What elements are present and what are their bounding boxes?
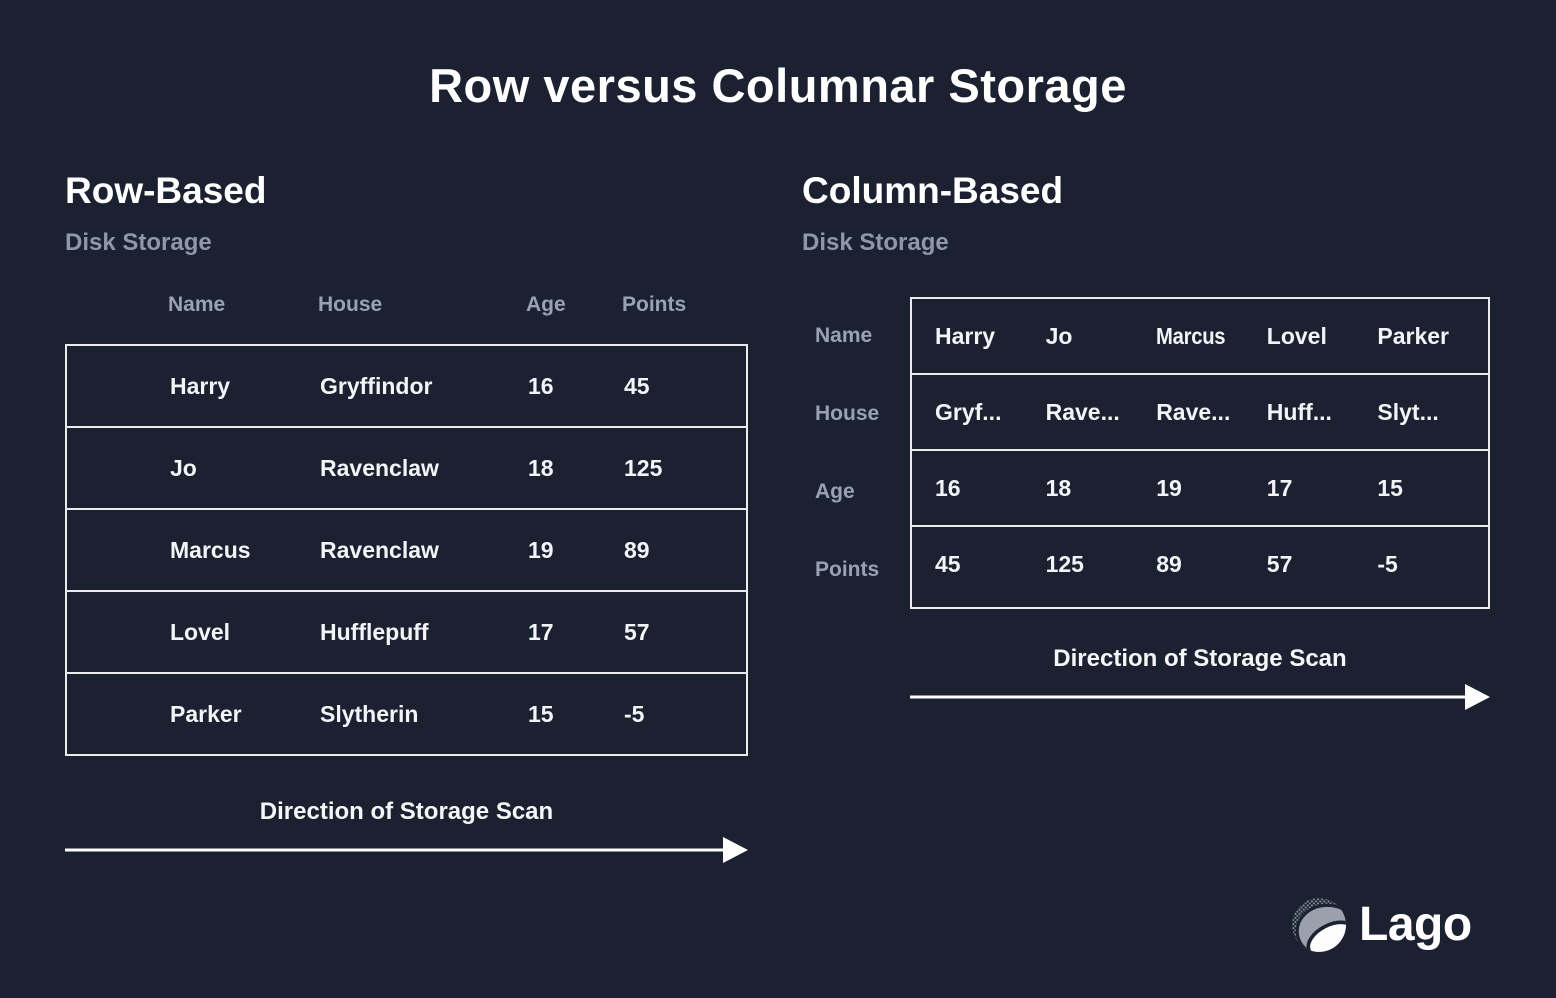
table-row: Jo Ravenclaw 18 125 xyxy=(67,428,746,510)
right-arrow-icon xyxy=(65,837,748,863)
table-cell: Lovel xyxy=(1266,322,1327,349)
table-cell: 18 xyxy=(1045,474,1072,501)
table-cell: 57 xyxy=(1266,550,1293,577)
table-cell: 45 xyxy=(624,372,650,399)
table-cell: Jo xyxy=(170,454,197,481)
table-cell: 89 xyxy=(624,536,650,563)
table-cell: Slytherin xyxy=(320,700,419,727)
column-table-row-labels: Name House Age Points xyxy=(802,297,910,609)
table-cell: 15 xyxy=(528,700,554,727)
column-table-box: Harry Jo Marcus Lovel Parker Gryf... Rav… xyxy=(910,297,1490,609)
table-cell: Parker xyxy=(1377,322,1450,349)
table-cell: Ravenclaw xyxy=(320,454,439,481)
table-cell: 45 xyxy=(935,550,961,577)
table-cell: Huff... xyxy=(1266,398,1332,425)
table-row: Marcus Ravenclaw 19 89 xyxy=(67,510,746,592)
scan-direction-label: Direction of Storage Scan xyxy=(1053,645,1347,672)
row-table-header: Name House Age Points xyxy=(65,293,748,317)
table-cell: 19 xyxy=(1156,474,1182,501)
column-table: Name House Age Points Harry Jo Marcus Lo… xyxy=(802,297,1490,609)
column-based-heading: Column-Based xyxy=(802,170,1064,211)
table-cell: Parker xyxy=(170,700,242,727)
column-header-age: Age xyxy=(526,293,566,316)
table-cell: Marcus xyxy=(1156,322,1226,349)
page-title: Row versus Columnar Storage xyxy=(429,59,1127,112)
arrow-head xyxy=(1465,684,1490,710)
column-header-name: Name xyxy=(168,293,226,316)
table-cell: 17 xyxy=(1266,474,1293,501)
table-cell: 19 xyxy=(528,536,554,563)
table-cell: Rave... xyxy=(1045,398,1120,425)
table-cell: 16 xyxy=(935,474,961,501)
table-row: 16 18 19 17 15 xyxy=(912,451,1488,527)
table-cell: Jo xyxy=(1045,322,1073,349)
lago-logo-text: Lago xyxy=(1359,898,1472,951)
arrow-head xyxy=(723,837,748,863)
table-cell: 17 xyxy=(528,618,554,645)
row-based-panel: Row-Based Disk Storage Name House Age Po… xyxy=(65,172,748,863)
table-row: Harry Gryffindor 16 45 xyxy=(67,346,746,428)
table-row: Parker Slytherin 15 -5 xyxy=(67,674,746,754)
table-cell: Gryf... xyxy=(935,398,1002,425)
table-cell: Lovel xyxy=(170,618,231,645)
column-scan-direction: Direction of Storage Scan xyxy=(910,645,1490,710)
column-based-panel: Column-Based Disk Storage Name House Age… xyxy=(802,172,1490,710)
table-cell: -5 xyxy=(1377,550,1398,577)
table-cell: 125 xyxy=(624,454,663,481)
lago-logo-icon xyxy=(1292,898,1346,952)
row-label-points: Points xyxy=(815,558,880,581)
row-based-heading: Row-Based xyxy=(65,170,267,211)
table-cell: 125 xyxy=(1045,550,1084,577)
table-cell: 16 xyxy=(528,372,554,399)
table-cell: Ravenclaw xyxy=(320,536,439,563)
arrow-shaft xyxy=(65,848,724,852)
row-scan-direction: Direction of Storage Scan xyxy=(65,798,748,863)
table-cell: Harry xyxy=(170,372,231,399)
table-cell: 57 xyxy=(624,618,650,645)
table-cell: 15 xyxy=(1377,474,1403,501)
table-row: Lovel Hufflepuff 17 57 xyxy=(67,592,746,674)
row-label-age: Age xyxy=(815,480,855,503)
table-cell: 89 xyxy=(1156,550,1182,577)
table-cell: Slyt... xyxy=(1377,398,1439,425)
right-arrow-icon xyxy=(910,684,1490,710)
column-header-house: House xyxy=(318,293,383,316)
column-based-subheading: Disk Storage xyxy=(802,229,949,256)
scan-direction-label: Direction of Storage Scan xyxy=(259,798,554,825)
row-table: Harry Gryffindor 16 45 Jo Ravenclaw 18 1… xyxy=(65,344,748,756)
table-row: Gryf... Rave... Rave... Huff... Slyt... xyxy=(912,375,1488,451)
table-cell: Marcus xyxy=(170,536,251,563)
table-cell: Gryffindor xyxy=(320,372,433,399)
lago-logo: Lago xyxy=(1290,896,1472,954)
arrow-shaft xyxy=(910,695,1466,699)
table-cell: Rave... xyxy=(1156,398,1231,425)
row-based-subheading: Disk Storage xyxy=(65,229,212,256)
table-cell: Hufflepuff xyxy=(320,618,429,645)
column-header-points: Points xyxy=(622,293,687,316)
table-cell: -5 xyxy=(624,700,645,727)
table-row: Harry Jo Marcus Lovel Parker xyxy=(912,299,1488,375)
table-row: 45 125 89 57 -5 xyxy=(912,527,1488,601)
table-cell: Harry xyxy=(935,322,996,349)
table-cell: 18 xyxy=(528,454,554,481)
row-label-house: House xyxy=(815,402,880,425)
row-label-name: Name xyxy=(815,324,873,347)
